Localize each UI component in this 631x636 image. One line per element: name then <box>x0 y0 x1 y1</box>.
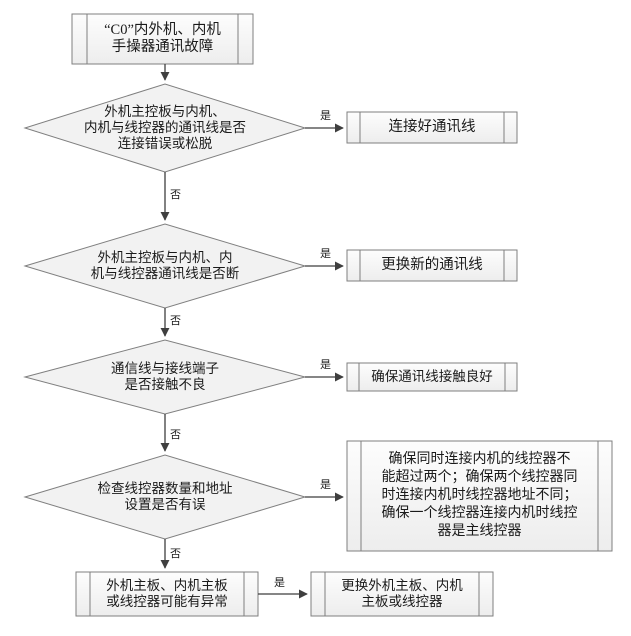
node-decision-3[interactable] <box>23 339 307 415</box>
node-decision-2[interactable] <box>23 223 307 309</box>
node-result-left[interactable] <box>75 571 259 617</box>
node-start[interactable] <box>71 13 254 65</box>
node-action-2[interactable] <box>346 249 518 282</box>
node-action-4[interactable] <box>346 440 613 552</box>
node-decision-1[interactable] <box>23 83 307 173</box>
node-decision-4[interactable] <box>23 454 307 540</box>
node-result-right[interactable] <box>310 571 494 617</box>
node-action-1[interactable] <box>346 111 518 144</box>
node-action-3[interactable] <box>346 362 518 392</box>
